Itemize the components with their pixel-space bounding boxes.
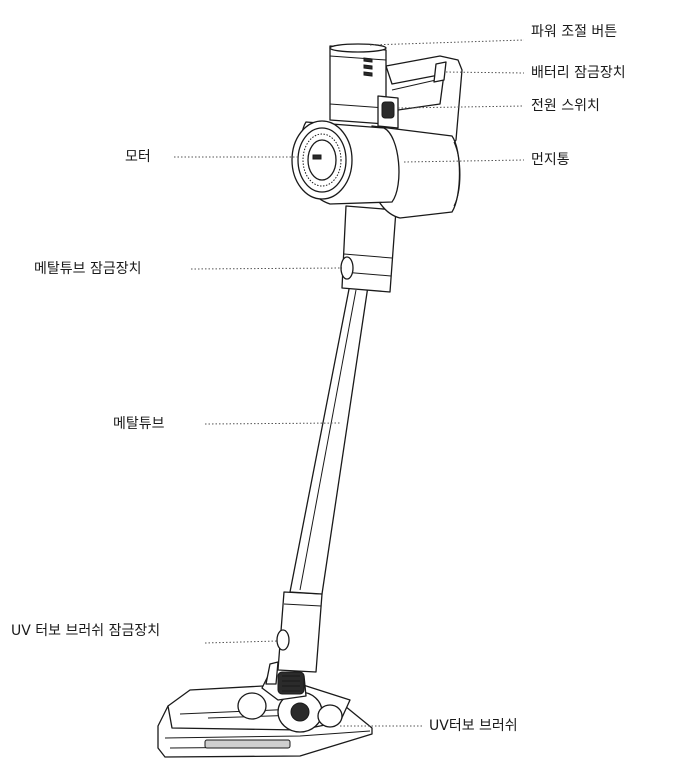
leader-power-button	[369, 39, 525, 46]
tube-collar-illustration	[340, 205, 397, 293]
label-dust-bin: 먼지통	[531, 152, 570, 168]
label-power-switch: 전원 스위치	[531, 98, 600, 114]
label-power-button: 파워 조절 버튼	[531, 24, 618, 40]
leader-battery-lock	[445, 71, 525, 74]
leader-metal-tube	[204, 422, 341, 425]
label-metal-tube-lock: 메탈튜브 잠금장치	[34, 261, 142, 277]
leader-dust-bin	[403, 159, 525, 163]
motor-body-illustration	[291, 43, 400, 205]
label-uv-brush-lock: UV 터보 브러쉬 잠금장치	[11, 623, 161, 639]
uv-turbo-brush-illustration	[157, 661, 373, 758]
label-motor: 모터	[125, 149, 151, 165]
leader-metal-tube-lock	[190, 267, 343, 270]
leader-uv-brush-lock	[204, 640, 279, 644]
leader-lines	[174, 39, 525, 727]
lower-tube-illustration	[276, 591, 323, 673]
leader-power-switch	[397, 105, 525, 109]
label-uv-brush: UV터보 브러쉬	[429, 718, 518, 734]
handle-illustration	[385, 55, 463, 153]
metal-tube-illustration	[289, 283, 369, 595]
label-metal-tube: 메탈튜브	[113, 416, 165, 432]
label-battery-lock: 배터리 잠금장치	[531, 65, 626, 81]
